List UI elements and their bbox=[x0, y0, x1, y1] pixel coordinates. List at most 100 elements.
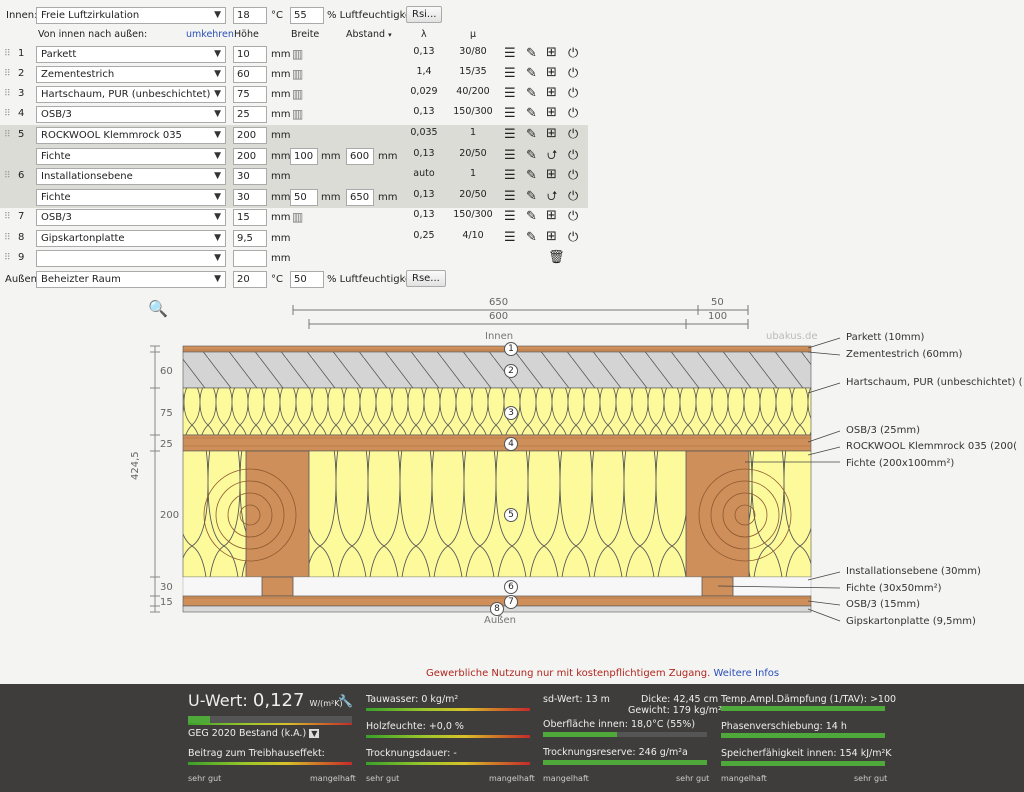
drag-handle-icon[interactable]: ⠿ bbox=[4, 130, 11, 140]
menu-icon[interactable]: ☰ bbox=[504, 86, 516, 101]
menu-icon[interactable]: ☰ bbox=[504, 230, 516, 245]
layer-material-select[interactable]: Zementestrich▼ bbox=[36, 66, 226, 83]
layer-height-input[interactable]: 75 bbox=[233, 86, 267, 103]
geg-requirement[interactable]: GEG 2020 Bestand (k.A.) ▼ bbox=[188, 728, 320, 739]
layer-height-input[interactable]: 10 bbox=[233, 46, 267, 63]
drag-handle-icon[interactable]: ⠿ bbox=[4, 233, 11, 243]
layer-marker-3[interactable]: 3 bbox=[504, 406, 518, 420]
inhomogeneous-icon[interactable]: ▥ bbox=[292, 107, 304, 121]
outside-humidity-input[interactable]: 50 bbox=[290, 271, 324, 288]
rsi-button[interactable]: Rsi... bbox=[406, 6, 442, 23]
trash-icon[interactable]: 🗑 bbox=[548, 250, 565, 265]
edit-pencil-icon[interactable]: ✎ bbox=[526, 86, 537, 101]
layer-height-input[interactable]: 15 bbox=[233, 209, 267, 226]
rotate-icon[interactable]: ⮍ bbox=[547, 148, 558, 163]
power-icon[interactable]: ⏻ bbox=[568, 106, 579, 121]
edit-pencil-icon[interactable]: ✎ bbox=[526, 106, 537, 121]
sub-material-select[interactable]: Fichte▼ bbox=[36, 189, 226, 206]
rotate-icon[interactable]: ⮍ bbox=[547, 189, 558, 204]
drag-handle-icon[interactable]: ⠿ bbox=[4, 69, 11, 79]
edit-pencil-icon[interactable]: ✎ bbox=[526, 46, 537, 61]
sub-width-input[interactable]: 100 bbox=[290, 148, 318, 165]
edit-pencil-icon[interactable]: ✎ bbox=[526, 66, 537, 81]
edit-pencil-icon[interactable]: ✎ bbox=[526, 230, 537, 245]
inside-temp-input[interactable]: 18 bbox=[233, 7, 267, 24]
add-layer-icon[interactable]: ⊞ bbox=[546, 45, 557, 60]
power-icon[interactable]: ⏻ bbox=[568, 86, 579, 101]
menu-icon[interactable]: ☰ bbox=[504, 46, 516, 61]
sub-material-select[interactable]: Fichte▼ bbox=[36, 148, 226, 165]
layer-marker-6[interactable]: 6 bbox=[504, 580, 518, 594]
layer-height-input[interactable]: 30 bbox=[233, 168, 267, 185]
power-icon[interactable]: ⏻ bbox=[568, 209, 579, 224]
layer-marker-5[interactable]: 5 bbox=[504, 508, 518, 522]
layer-height-input[interactable]: 60 bbox=[233, 66, 267, 83]
layer-marker-4[interactable]: 4 bbox=[504, 437, 518, 451]
add-layer-icon[interactable]: ⊞ bbox=[546, 65, 557, 80]
inhomogeneous-icon[interactable]: ▥ bbox=[292, 87, 304, 101]
wrench-icon[interactable]: 🔧 bbox=[338, 694, 353, 708]
zoom-in-icon[interactable]: 🔍 bbox=[148, 299, 168, 318]
inhomogeneous-icon[interactable]: ▥ bbox=[292, 47, 304, 61]
power-icon[interactable]: ⏻ bbox=[568, 230, 579, 245]
layer-material-select[interactable]: OSB/3▼ bbox=[36, 209, 226, 226]
inside-condition-select[interactable]: Freie Luftzirkulation▼ bbox=[36, 7, 226, 24]
sub-height-input[interactable]: 30 bbox=[233, 189, 267, 206]
power-icon[interactable]: ⏻ bbox=[568, 189, 579, 204]
layer-height-input[interactable]: 9,5 bbox=[233, 230, 267, 247]
drag-handle-icon[interactable]: ⠿ bbox=[4, 49, 11, 59]
inside-humidity-input[interactable]: 55 bbox=[290, 7, 324, 24]
add-layer-icon[interactable]: ⊞ bbox=[546, 167, 557, 182]
edit-pencil-icon[interactable]: ✎ bbox=[526, 209, 537, 224]
layer-material-select[interactable]: Installationsebene▼ bbox=[36, 168, 226, 185]
edit-pencil-icon[interactable]: ✎ bbox=[526, 189, 537, 204]
sub-spacing-input[interactable]: 650 bbox=[346, 189, 374, 206]
add-layer-icon[interactable]: ⊞ bbox=[546, 126, 557, 141]
layer-material-select[interactable]: ROCKWOOL Klemmrock 035▼ bbox=[36, 127, 226, 144]
layer-material-select[interactable]: OSB/3▼ bbox=[36, 106, 226, 123]
power-icon[interactable]: ⏻ bbox=[568, 148, 579, 163]
menu-icon[interactable]: ☰ bbox=[504, 168, 516, 183]
drag-handle-icon[interactable]: ⠿ bbox=[4, 109, 11, 119]
power-icon[interactable]: ⏻ bbox=[568, 168, 579, 183]
layer-material-select[interactable]: Hartschaum, PUR (unbeschichtet)▼ bbox=[36, 86, 226, 103]
layer-marker-7[interactable]: 7 bbox=[504, 595, 518, 609]
rse-button[interactable]: Rse... bbox=[406, 270, 446, 287]
menu-icon[interactable]: ☰ bbox=[504, 66, 516, 81]
sub-height-input[interactable]: 200 bbox=[233, 148, 267, 165]
add-layer-icon[interactable]: ⊞ bbox=[546, 105, 557, 120]
layer-height-input[interactable]: 25 bbox=[233, 106, 267, 123]
more-info-link[interactable]: Weitere Infos bbox=[713, 668, 780, 679]
layer-height-input[interactable] bbox=[233, 250, 267, 267]
inhomogeneous-icon[interactable]: ▥ bbox=[292, 67, 304, 81]
drag-handle-icon[interactable]: ⠿ bbox=[4, 171, 11, 181]
menu-icon[interactable]: ☰ bbox=[504, 148, 516, 163]
layer-height-input[interactable]: 200 bbox=[233, 127, 267, 144]
menu-icon[interactable]: ☰ bbox=[504, 189, 516, 204]
sub-width-input[interactable]: 50 bbox=[290, 189, 318, 206]
menu-icon[interactable]: ☰ bbox=[504, 106, 516, 121]
layer-material-select[interactable]: ▼ bbox=[36, 250, 226, 267]
outside-temp-input[interactable]: 20 bbox=[233, 271, 267, 288]
drag-handle-icon[interactable]: ⠿ bbox=[4, 253, 11, 263]
edit-pencil-icon[interactable]: ✎ bbox=[526, 148, 537, 163]
add-layer-icon[interactable]: ⊞ bbox=[546, 208, 557, 223]
menu-icon[interactable]: ☰ bbox=[504, 127, 516, 142]
reverse-link[interactable]: umkehren bbox=[186, 29, 234, 40]
sub-spacing-input[interactable]: 600 bbox=[346, 148, 374, 165]
layer-marker-1[interactable]: 1 bbox=[504, 342, 518, 356]
layer-material-select[interactable]: Parkett▼ bbox=[36, 46, 226, 63]
menu-icon[interactable]: ☰ bbox=[504, 209, 516, 224]
spacing-header[interactable]: Abstand ▾ bbox=[346, 29, 392, 40]
edit-pencil-icon[interactable]: ✎ bbox=[526, 168, 537, 183]
drag-handle-icon[interactable]: ⠿ bbox=[4, 89, 11, 99]
add-layer-icon[interactable]: ⊞ bbox=[546, 229, 557, 244]
edit-pencil-icon[interactable]: ✎ bbox=[526, 127, 537, 142]
inhomogeneous-icon[interactable]: ▥ bbox=[292, 210, 304, 224]
power-icon[interactable]: ⏻ bbox=[568, 66, 579, 81]
layer-material-select[interactable]: Gipskartonplatte▼ bbox=[36, 230, 226, 247]
layer-marker-2[interactable]: 2 bbox=[504, 364, 518, 378]
layer-marker-8[interactable]: 8 bbox=[490, 602, 504, 616]
power-icon[interactable]: ⏻ bbox=[568, 46, 579, 61]
add-layer-icon[interactable]: ⊞ bbox=[546, 85, 557, 100]
